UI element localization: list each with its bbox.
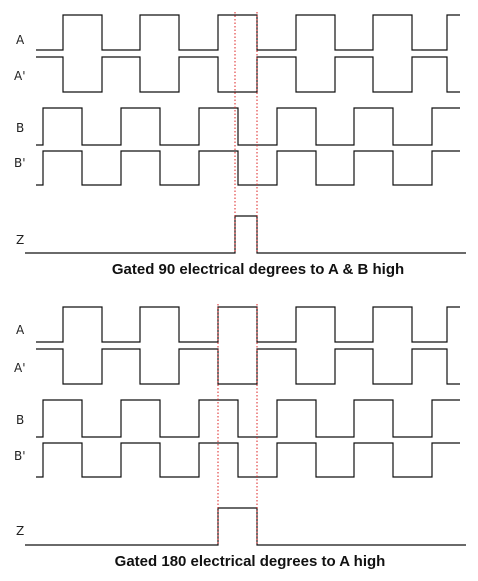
signal-label-z: Z: [16, 233, 24, 247]
panel-gated-90: A A' B B' Z Gated 90 electrical degrees …: [14, 12, 466, 278]
waveform-b: [36, 399, 460, 438]
signal-label-b-bar: B': [14, 156, 26, 170]
signal-label-a-bar: A': [14, 361, 26, 375]
signal-label-a: A: [16, 33, 25, 47]
panel-caption: Gated 180 electrical degrees to A high: [115, 553, 386, 570]
waveform-z: [25, 507, 466, 546]
waveform-a: [36, 14, 460, 51]
panel-caption: Gated 90 electrical degrees to A & B hig…: [112, 261, 404, 278]
signal-label-b: B: [16, 413, 24, 427]
signal-label-a-bar: A': [14, 69, 26, 83]
waveform-b: [36, 107, 460, 146]
waveform-b-bar: [36, 150, 460, 186]
waveform-z: [25, 215, 466, 254]
panel-gated-180: A A' B B' Z Gated 180 electrical degrees…: [14, 304, 466, 570]
waveform-a: [36, 306, 460, 343]
waveform-a-bar: [36, 56, 460, 93]
signal-label-a: A: [16, 323, 25, 337]
waveform-a-bar: [36, 348, 460, 385]
signal-label-z: Z: [16, 524, 24, 538]
signal-label-b-bar: B': [14, 449, 26, 463]
waveform-b-bar: [36, 442, 460, 478]
signal-label-b: B: [16, 121, 24, 135]
